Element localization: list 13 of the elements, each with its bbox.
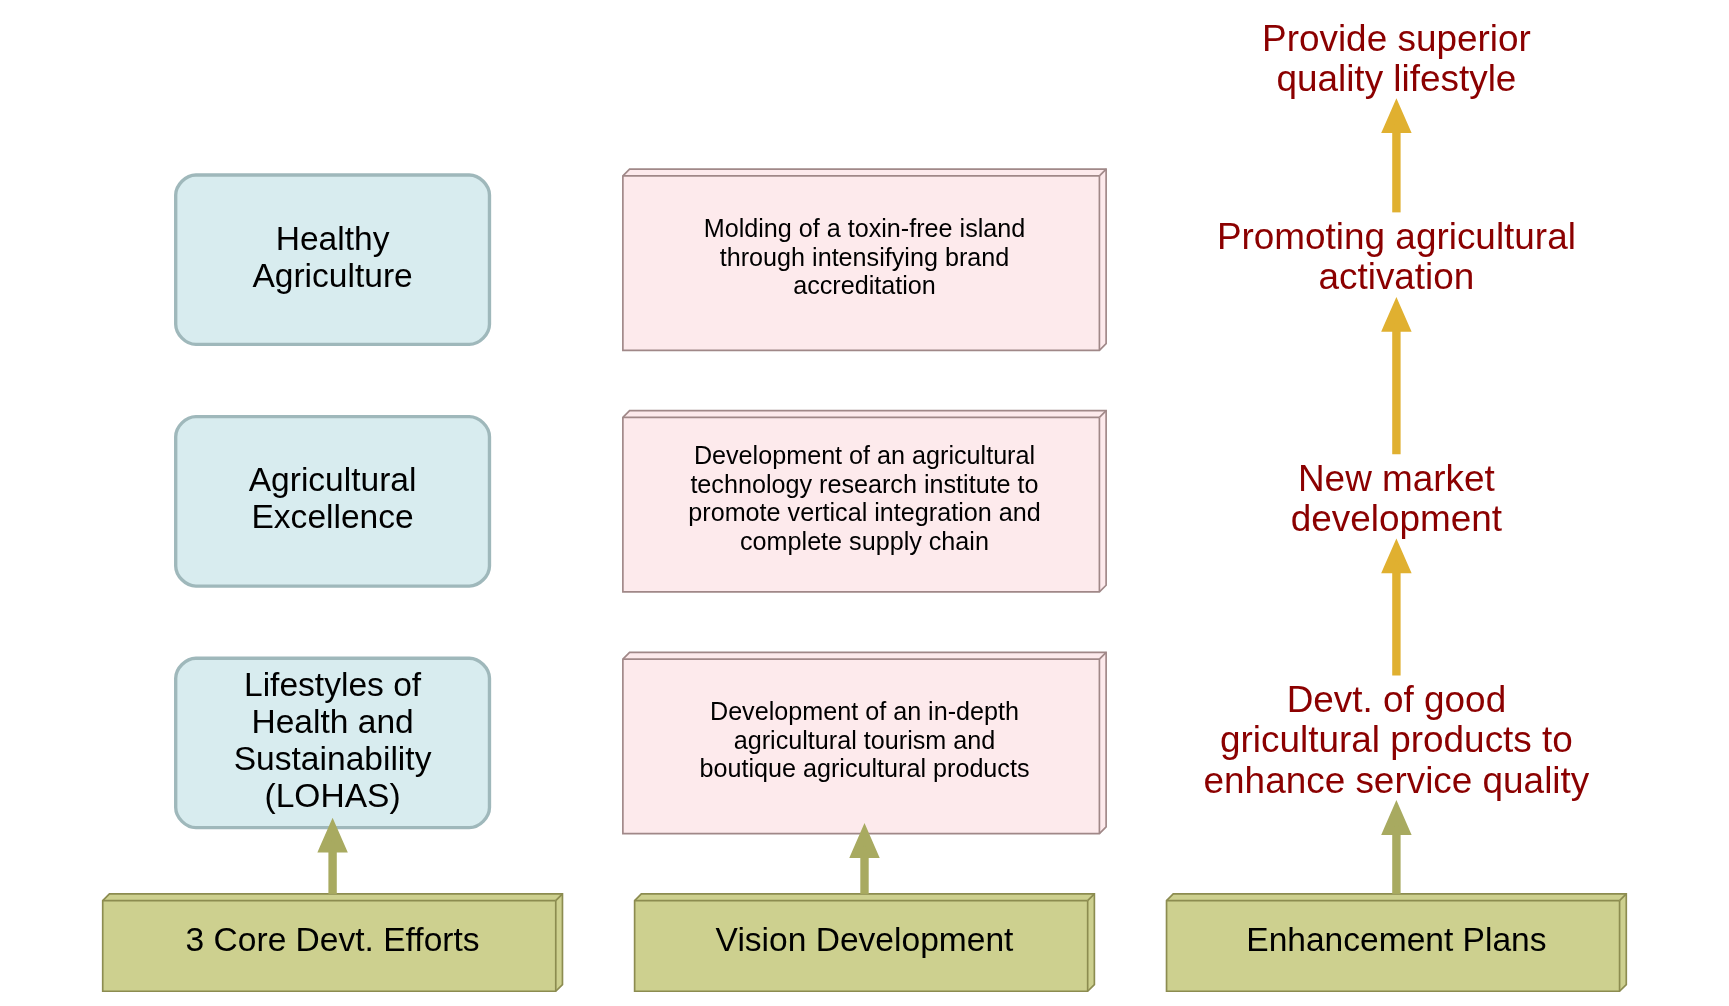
node-text: New market development (1290, 457, 1503, 539)
arrow (849, 823, 880, 894)
arrow (317, 817, 348, 894)
arrow (1381, 538, 1412, 676)
arrow (1381, 296, 1412, 455)
arrow (1381, 98, 1412, 213)
node-box: Healthy Agriculture (174, 173, 492, 347)
node-text: Provide superior quality lifestyle (1262, 17, 1531, 100)
node-box: Agricultural Excellence (174, 414, 492, 588)
node-text: Promoting agricultural activation (1216, 215, 1576, 298)
node-box: Lifestyles of Health and Sustainability (LOHAS) (174, 656, 492, 830)
node-text: Devt. of good gricultural products to enhance service quality (1203, 679, 1590, 801)
arrow (1381, 800, 1412, 894)
